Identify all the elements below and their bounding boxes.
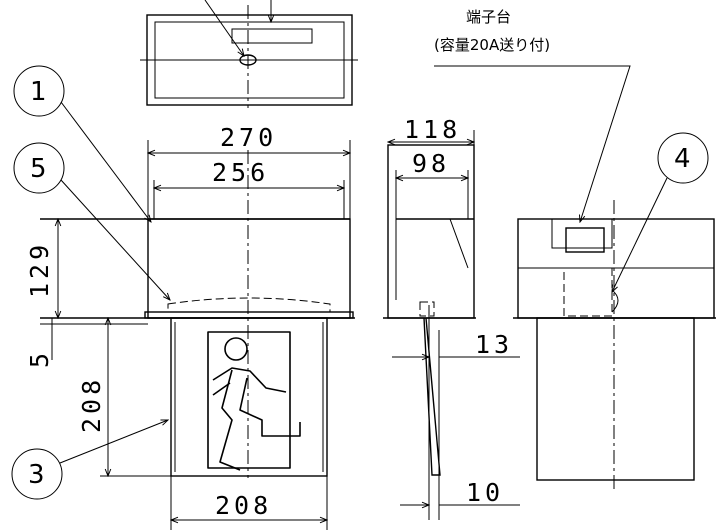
- dim-10: 10: [466, 478, 504, 507]
- terminal-label-line2: (容量20A送り付): [434, 36, 550, 54]
- dim-208-bottom: 208: [215, 491, 272, 520]
- top-view: [140, 0, 358, 108]
- dim-208-vertical: 208: [77, 376, 106, 433]
- dim-270: 270: [220, 123, 277, 152]
- front-view: [40, 150, 355, 478]
- running-man-icon: [207, 331, 301, 471]
- side-view: [383, 144, 476, 520]
- callout-4: 4: [612, 132, 709, 292]
- svg-text:5: 5: [30, 154, 47, 184]
- dim-98: 98: [412, 149, 450, 178]
- dim-13: 13: [475, 330, 513, 359]
- svg-text:4: 4: [674, 144, 691, 174]
- callout-3: 3: [11, 420, 168, 500]
- terminal-block-label: 端子台 (容量20A送り付): [434, 8, 631, 222]
- dim-129: 129: [25, 241, 54, 298]
- svg-text:1: 1: [30, 77, 47, 107]
- svg-text:3: 3: [28, 460, 45, 490]
- dim-118: 118: [404, 115, 461, 144]
- dim-5: 5: [25, 349, 54, 368]
- callout-5: 5: [13, 142, 170, 300]
- dimension-lines: [40, 130, 520, 530]
- terminal-label-line1: 端子台: [466, 8, 511, 26]
- dim-256: 256: [212, 158, 269, 187]
- rear-view: [513, 200, 716, 490]
- callout-1: 1: [13, 65, 151, 222]
